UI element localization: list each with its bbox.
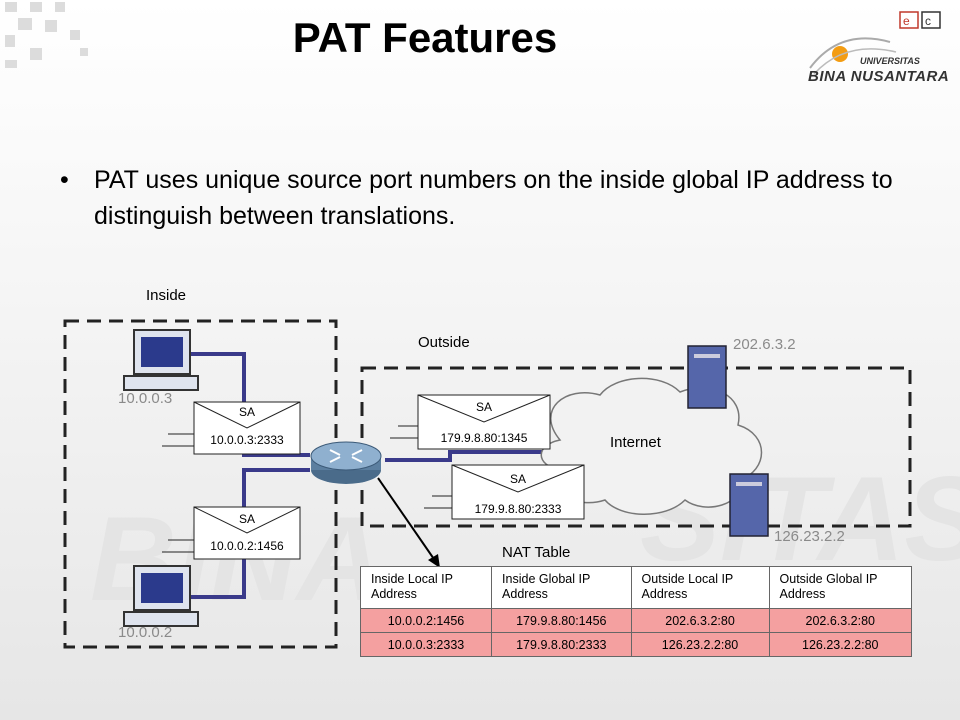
logo-line2: BINA NUSANTARA bbox=[808, 68, 950, 85]
nat-header-outside-global: Outside Global IP Address bbox=[768, 566, 913, 609]
nat-header-outside-local: Outside Local IP Address bbox=[630, 566, 770, 609]
nat-header-inside-local: Inside Local IP Address bbox=[359, 566, 493, 609]
packet-envelope-4 bbox=[424, 464, 585, 520]
packet-1-addr: 10.0.0.3:2333 bbox=[210, 433, 284, 447]
inside-label: Inside bbox=[146, 287, 187, 304]
outside-label: Outside bbox=[418, 334, 470, 351]
packet-envelope-3 bbox=[390, 394, 551, 450]
computer-icon-bottom bbox=[123, 565, 199, 627]
table-row: 10.0.0.2:1456 179.9.8.80:1456 202.6.3.2:… bbox=[359, 608, 913, 633]
server-ip-top: 202.6.3.2 bbox=[733, 336, 796, 353]
table-cell: 202.6.3.2:80 bbox=[630, 608, 770, 633]
router-icon bbox=[310, 441, 382, 484]
table-row: 10.0.0.3:2333 179.9.8.80:2333 126.23.2.2… bbox=[359, 632, 913, 657]
packet-1-sa: SA bbox=[238, 405, 255, 419]
packet-4-sa: SA bbox=[509, 472, 526, 486]
packet-3-sa: SA bbox=[475, 400, 492, 414]
slide-title: PAT Features bbox=[292, 14, 558, 61]
inside-boundary bbox=[63, 319, 338, 649]
nat-table-title: NAT Table bbox=[502, 544, 571, 561]
host-ip-top: 10.0.0.3 bbox=[118, 390, 173, 407]
table-cell: 126.23.2.2:80 bbox=[768, 632, 913, 657]
table-cell: 10.0.0.3:2333 bbox=[359, 632, 493, 657]
logo-line1: UNIVERSITAS bbox=[860, 56, 920, 66]
table-cell: 202.6.3.2:80 bbox=[768, 608, 913, 633]
server-ip-bottom: 126.23.2.2 bbox=[774, 528, 845, 545]
table-cell: 179.9.8.80:1456 bbox=[491, 608, 632, 633]
packet-envelope-2 bbox=[162, 506, 301, 560]
packet-3-addr: 179.9.8.80:1345 bbox=[440, 431, 528, 445]
server-icon-bottom bbox=[729, 473, 769, 537]
packet-envelope-1 bbox=[162, 401, 301, 455]
bullet-icon: • bbox=[60, 166, 69, 194]
table-cell: 10.0.0.2:1456 bbox=[359, 608, 493, 633]
host-ip-bottom: 10.0.0.2 bbox=[118, 624, 173, 641]
packet-4-addr: 179.9.8.80:2333 bbox=[474, 502, 562, 516]
server-icon-top bbox=[687, 345, 727, 409]
computer-icon-top bbox=[123, 329, 199, 391]
nat-arrow bbox=[377, 477, 437, 563]
nat-header-inside-global: Inside Global IP Address bbox=[491, 566, 632, 609]
nat-table-header-row: Inside Local IP Address Inside Global IP… bbox=[359, 566, 913, 609]
university-logo: e c bbox=[809, 11, 941, 75]
bullet-text: PAT uses unique source port numbers on t… bbox=[94, 166, 893, 230]
packet-2-addr: 10.0.0.2:1456 bbox=[210, 539, 284, 553]
nat-table: Inside Local IP Address Inside Global IP… bbox=[359, 566, 913, 657]
packet-2-sa: SA bbox=[238, 512, 255, 526]
table-cell: 179.9.8.80:2333 bbox=[491, 632, 632, 657]
svg-text:e: e bbox=[903, 14, 910, 28]
table-cell: 126.23.2.2:80 bbox=[630, 632, 770, 657]
internet-label: Internet bbox=[610, 434, 661, 451]
svg-text:c: c bbox=[925, 14, 931, 28]
